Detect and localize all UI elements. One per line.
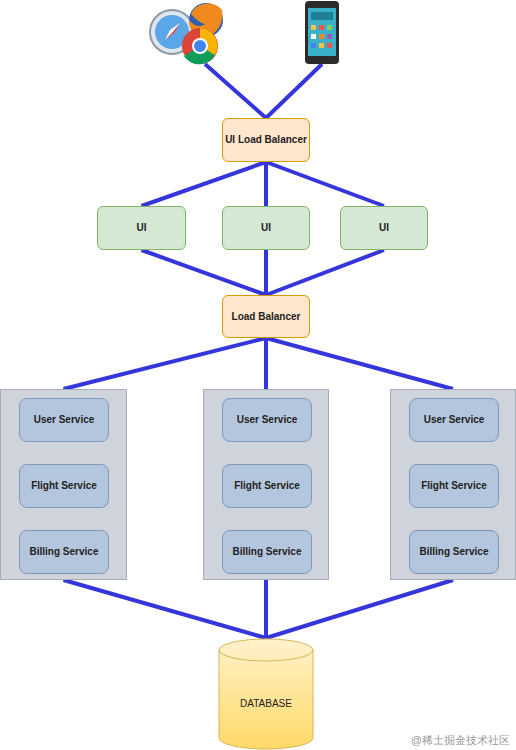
app-icon xyxy=(311,43,316,48)
load-balancer-box: Load Balancer xyxy=(222,295,310,338)
service-group: User ServiceFlight ServiceBilling Servic… xyxy=(203,389,329,580)
cylinder-outline xyxy=(218,638,314,750)
node-text: Billing Service xyxy=(30,546,99,558)
client-line xyxy=(205,64,266,118)
node-text: Flight Service xyxy=(421,480,487,492)
phone-icon xyxy=(305,1,339,64)
node-text: Billing Service xyxy=(233,546,302,558)
load-balancer-box: UI Load Balancer xyxy=(222,118,310,162)
chrome-icon xyxy=(182,28,218,64)
node-text: User Service xyxy=(237,414,298,426)
connector-line xyxy=(264,338,268,389)
service-box: User Service xyxy=(19,398,109,442)
connector-line xyxy=(266,580,453,638)
browser-icons xyxy=(150,3,223,64)
node-text: Load Balancer xyxy=(232,311,301,323)
node-text: DATABASE xyxy=(240,678,292,710)
app-icon xyxy=(327,25,332,30)
ui-box: UI xyxy=(340,206,428,250)
safari-needle xyxy=(165,23,180,40)
phone-body xyxy=(305,1,339,64)
cylinder-body xyxy=(219,639,313,749)
connector-line xyxy=(266,250,384,295)
app-icon xyxy=(327,34,332,39)
connector-line xyxy=(266,338,453,389)
connector-line xyxy=(64,338,267,389)
service-box: Billing Service xyxy=(19,530,109,574)
app-icon xyxy=(311,34,316,39)
node-text: Billing Service xyxy=(420,546,489,558)
connector-line xyxy=(142,250,267,295)
service-group: User ServiceFlight ServiceBilling Servic… xyxy=(390,389,516,580)
service-box: Flight Service xyxy=(222,464,312,508)
connector-line xyxy=(264,162,268,206)
node-text: User Service xyxy=(424,414,485,426)
service-box: Billing Service xyxy=(409,530,499,574)
node-text: Flight Service xyxy=(234,480,300,492)
cylinder-lip xyxy=(219,650,313,661)
client-line xyxy=(266,64,322,118)
service-box: Billing Service xyxy=(222,530,312,574)
database-cylinder: DATABASE xyxy=(218,638,314,750)
connector-line xyxy=(142,162,267,206)
service-box: Flight Service xyxy=(19,464,109,508)
chrome-ring xyxy=(192,38,208,54)
connector-line xyxy=(64,580,267,638)
service-box: User Service xyxy=(409,398,499,442)
ui-box: UI xyxy=(222,206,310,250)
phone-screen xyxy=(308,8,336,56)
connector-line xyxy=(264,250,268,295)
service-group: User ServiceFlight ServiceBilling Servic… xyxy=(0,389,127,580)
node-text: User Service xyxy=(34,414,95,426)
service-box: User Service xyxy=(222,398,312,442)
ui-box: UI xyxy=(97,206,186,250)
connector-line xyxy=(264,580,268,638)
node-text: Flight Service xyxy=(31,480,97,492)
node-text: UI xyxy=(261,222,271,234)
app-icon xyxy=(327,43,332,48)
service-box: Flight Service xyxy=(409,464,499,508)
app-icon xyxy=(319,34,324,39)
safari-needle xyxy=(165,23,180,40)
node-text: UI Load Balancer xyxy=(225,134,307,146)
connector-line xyxy=(266,162,384,206)
chrome-center xyxy=(194,40,206,52)
node-text: UI xyxy=(379,222,389,234)
phone-clock xyxy=(311,12,333,20)
node-text: UI xyxy=(137,222,147,234)
app-icon xyxy=(311,25,316,30)
app-icon xyxy=(319,25,324,30)
watermark: @稀土掘金技术社区 xyxy=(411,733,510,748)
app-icon xyxy=(319,43,324,48)
